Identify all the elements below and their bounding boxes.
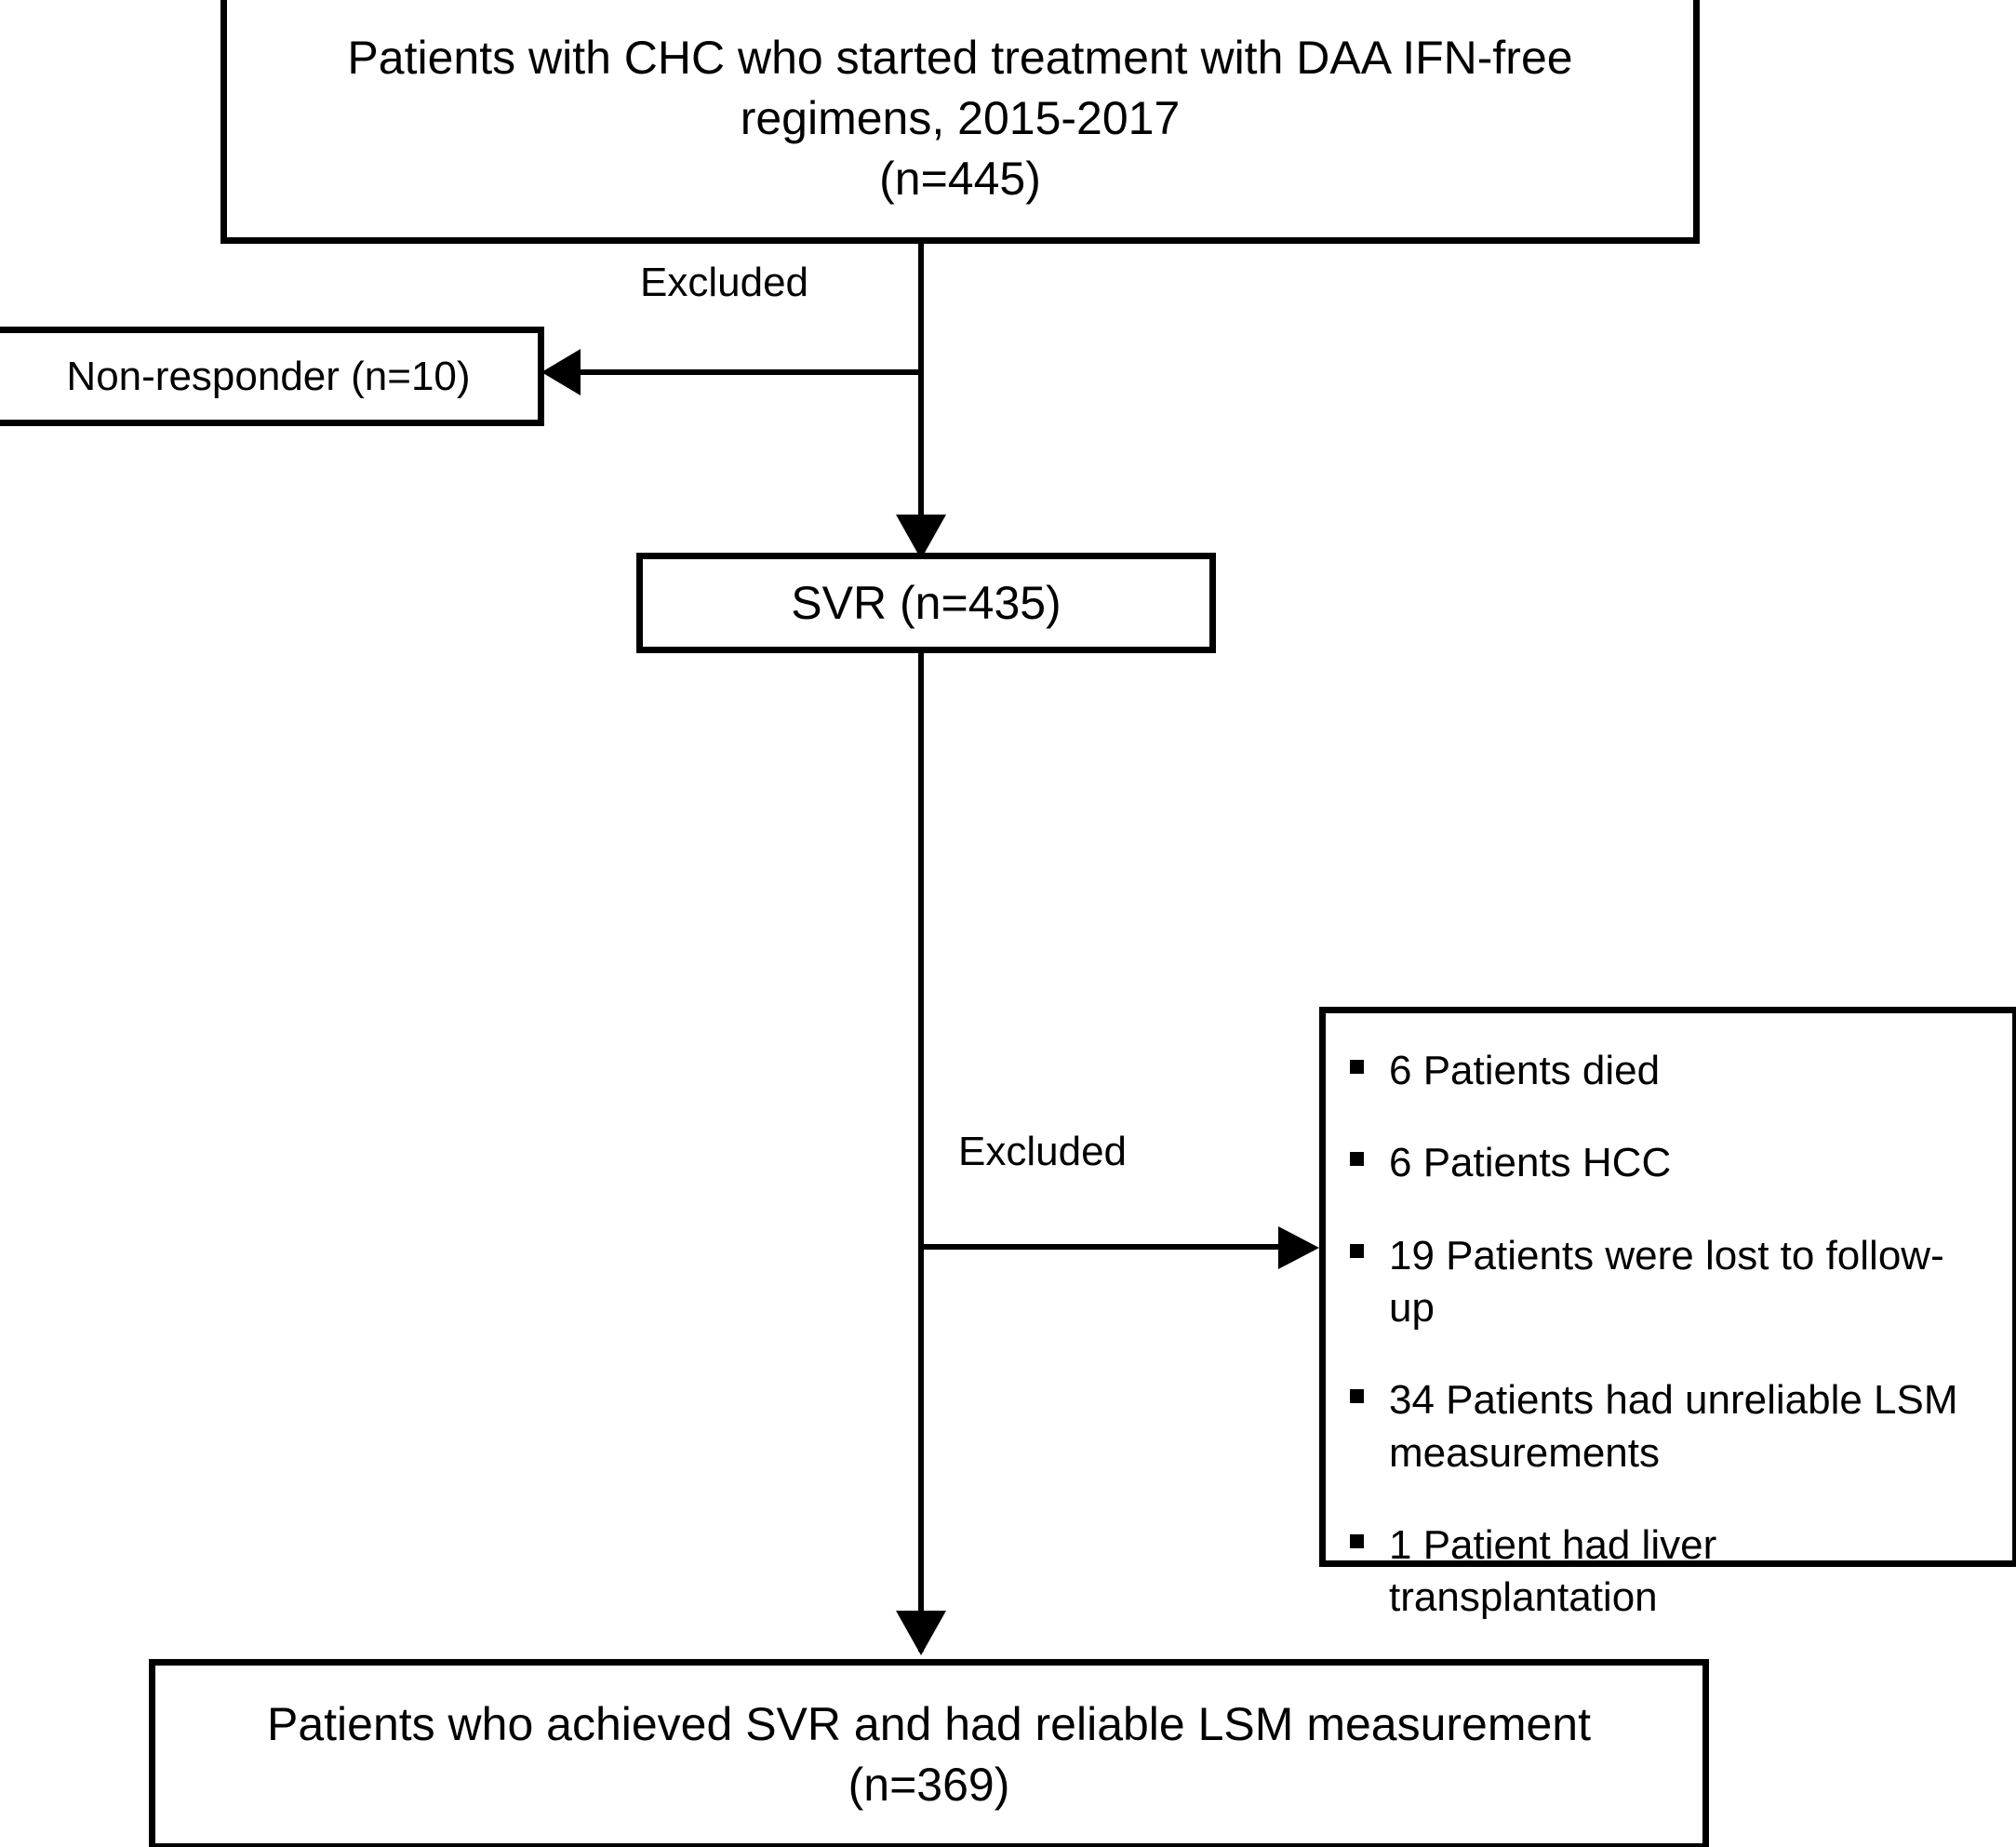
- square-bullet-icon: [1350, 1533, 1364, 1548]
- list-item: 1 Patient had liver transplantation: [1350, 1519, 1988, 1625]
- node-svr-label: SVR (n=435): [791, 576, 1061, 629]
- node-enrolled-patients-label: Patients with CHC who started treatment …: [347, 31, 1573, 205]
- list-item: 6 Patients died: [1350, 1045, 1988, 1097]
- connector-to-non-responder: [569, 369, 921, 375]
- node-final-cohort-label: Patients who achieved SVR and had reliab…: [266, 1697, 1592, 1811]
- node-enrolled-patients: Patients with CHC who started treatment …: [220, 0, 1700, 244]
- node-non-responder-label: Non-responder (n=10): [66, 353, 471, 399]
- list-item-label: 6 Patients HCC: [1389, 1140, 1672, 1186]
- list-item-label: 1 Patient had liver transplantation: [1389, 1521, 1717, 1621]
- connector-to-exclusions: [921, 1244, 1282, 1250]
- list-item-label: 34 Patients had unreliable LSM measureme…: [1389, 1377, 1958, 1476]
- connector-vertical-spine: [918, 242, 924, 1652]
- square-bullet-icon: [1350, 1389, 1364, 1404]
- list-item-label: 19 Patients were lost to follow-up: [1389, 1232, 1944, 1331]
- node-non-responder: Non-responder (n=10): [0, 327, 544, 426]
- list-item: 34 Patients had unreliable LSM measureme…: [1350, 1374, 1988, 1479]
- edge-label-excluded-1: Excluded: [640, 260, 809, 305]
- square-bullet-icon: [1350, 1152, 1364, 1167]
- node-final-cohort: Patients who achieved SVR and had reliab…: [149, 1659, 1709, 1847]
- list-item: 6 Patients HCC: [1350, 1137, 1988, 1189]
- arrowhead-down-svr-icon: [896, 515, 946, 559]
- node-exclusions-list: 6 Patients died 6 Patients HCC 19 Patien…: [1319, 1007, 2016, 1620]
- node-svr: SVR (n=435): [636, 553, 1216, 653]
- arrowhead-right-icon: [1278, 1226, 1319, 1269]
- arrowhead-down-final-icon: [896, 1611, 946, 1655]
- square-bullet-icon: [1350, 1059, 1364, 1074]
- square-bullet-icon: [1350, 1244, 1364, 1259]
- list-item-label: 6 Patients died: [1389, 1048, 1661, 1093]
- list-item: 19 Patients were lost to follow-up: [1350, 1230, 1988, 1335]
- arrowhead-left-icon: [541, 349, 581, 395]
- edge-label-excluded-2: Excluded: [958, 1129, 1128, 1174]
